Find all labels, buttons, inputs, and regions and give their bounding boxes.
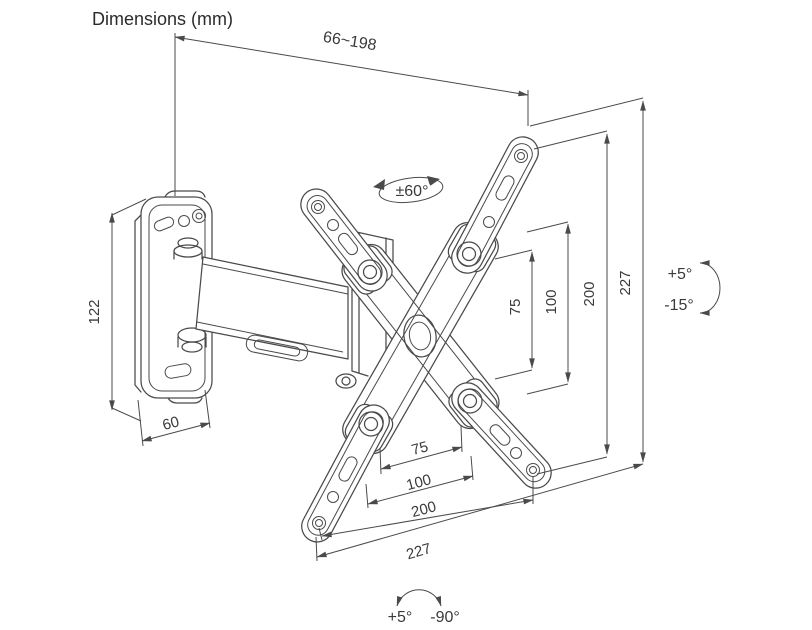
wall-plate-slot-bottom [164,363,192,379]
dim-rotation-minus-label: -90° [430,609,460,626]
dim-extension-range: 66~198 [174,29,529,196]
hinge-joint [173,237,207,353]
dim-wall-plate-height-label: 122 [86,299,103,324]
dim-right-75-label: 75 [507,299,524,316]
figure-tv-wall-mount [134,136,552,543]
mounting-arm [195,256,349,362]
dim-swivel-range: ±60° [373,176,444,204]
arm-latch [245,334,309,362]
dim-wall-plate-width: 60 [137,389,211,447]
dim-tilt-down-label: -15° [664,297,694,314]
dim-bottom-75: 75 [379,425,463,475]
dim-bottom-75-label: 75 [410,438,431,459]
dim-right-227: 227 [529,97,646,463]
dim-right-200-label: 200 [581,281,598,306]
dim-wall-plate-width-label: 60 [161,413,182,434]
wall-plate-slot-top [153,216,175,232]
dim-extension-range-label: 66~198 [322,29,378,54]
dim-bottom-100: 100 [365,455,474,509]
dim-bottom-100-label: 100 [405,471,434,494]
vesa-center-hole [403,314,437,358]
dim-rotation-plus-label: +5° [388,609,413,626]
dim-rotation: +5° -90° [388,589,460,626]
dim-swivel-range-label: ±60° [396,183,429,200]
dim-tilt: +5° -15° [664,260,721,316]
dim-bottom-227-label: 227 [404,540,433,563]
dim-tilt-up-label: +5° [668,266,693,283]
dimension-annotations: 66~198 ±60° 75 100 200 227 [86,29,721,626]
page-title: Dimensions (mm) [92,9,233,29]
dim-right-200: 200 [533,130,610,475]
dim-right-100-label: 100 [543,289,560,314]
arm-top-left [300,188,388,292]
dim-right-100: 100 [526,221,571,395]
arm-pivot-sockets [357,241,483,437]
dim-bottom-200-label: 200 [410,498,439,521]
dim-right-75: 75 [494,249,535,380]
dim-right-227-label: 227 [617,270,634,295]
dim-bottom-227: 227 [315,463,644,563]
dim-wall-plate-height: 122 [86,198,147,422]
arm-bottom-right [451,382,552,489]
